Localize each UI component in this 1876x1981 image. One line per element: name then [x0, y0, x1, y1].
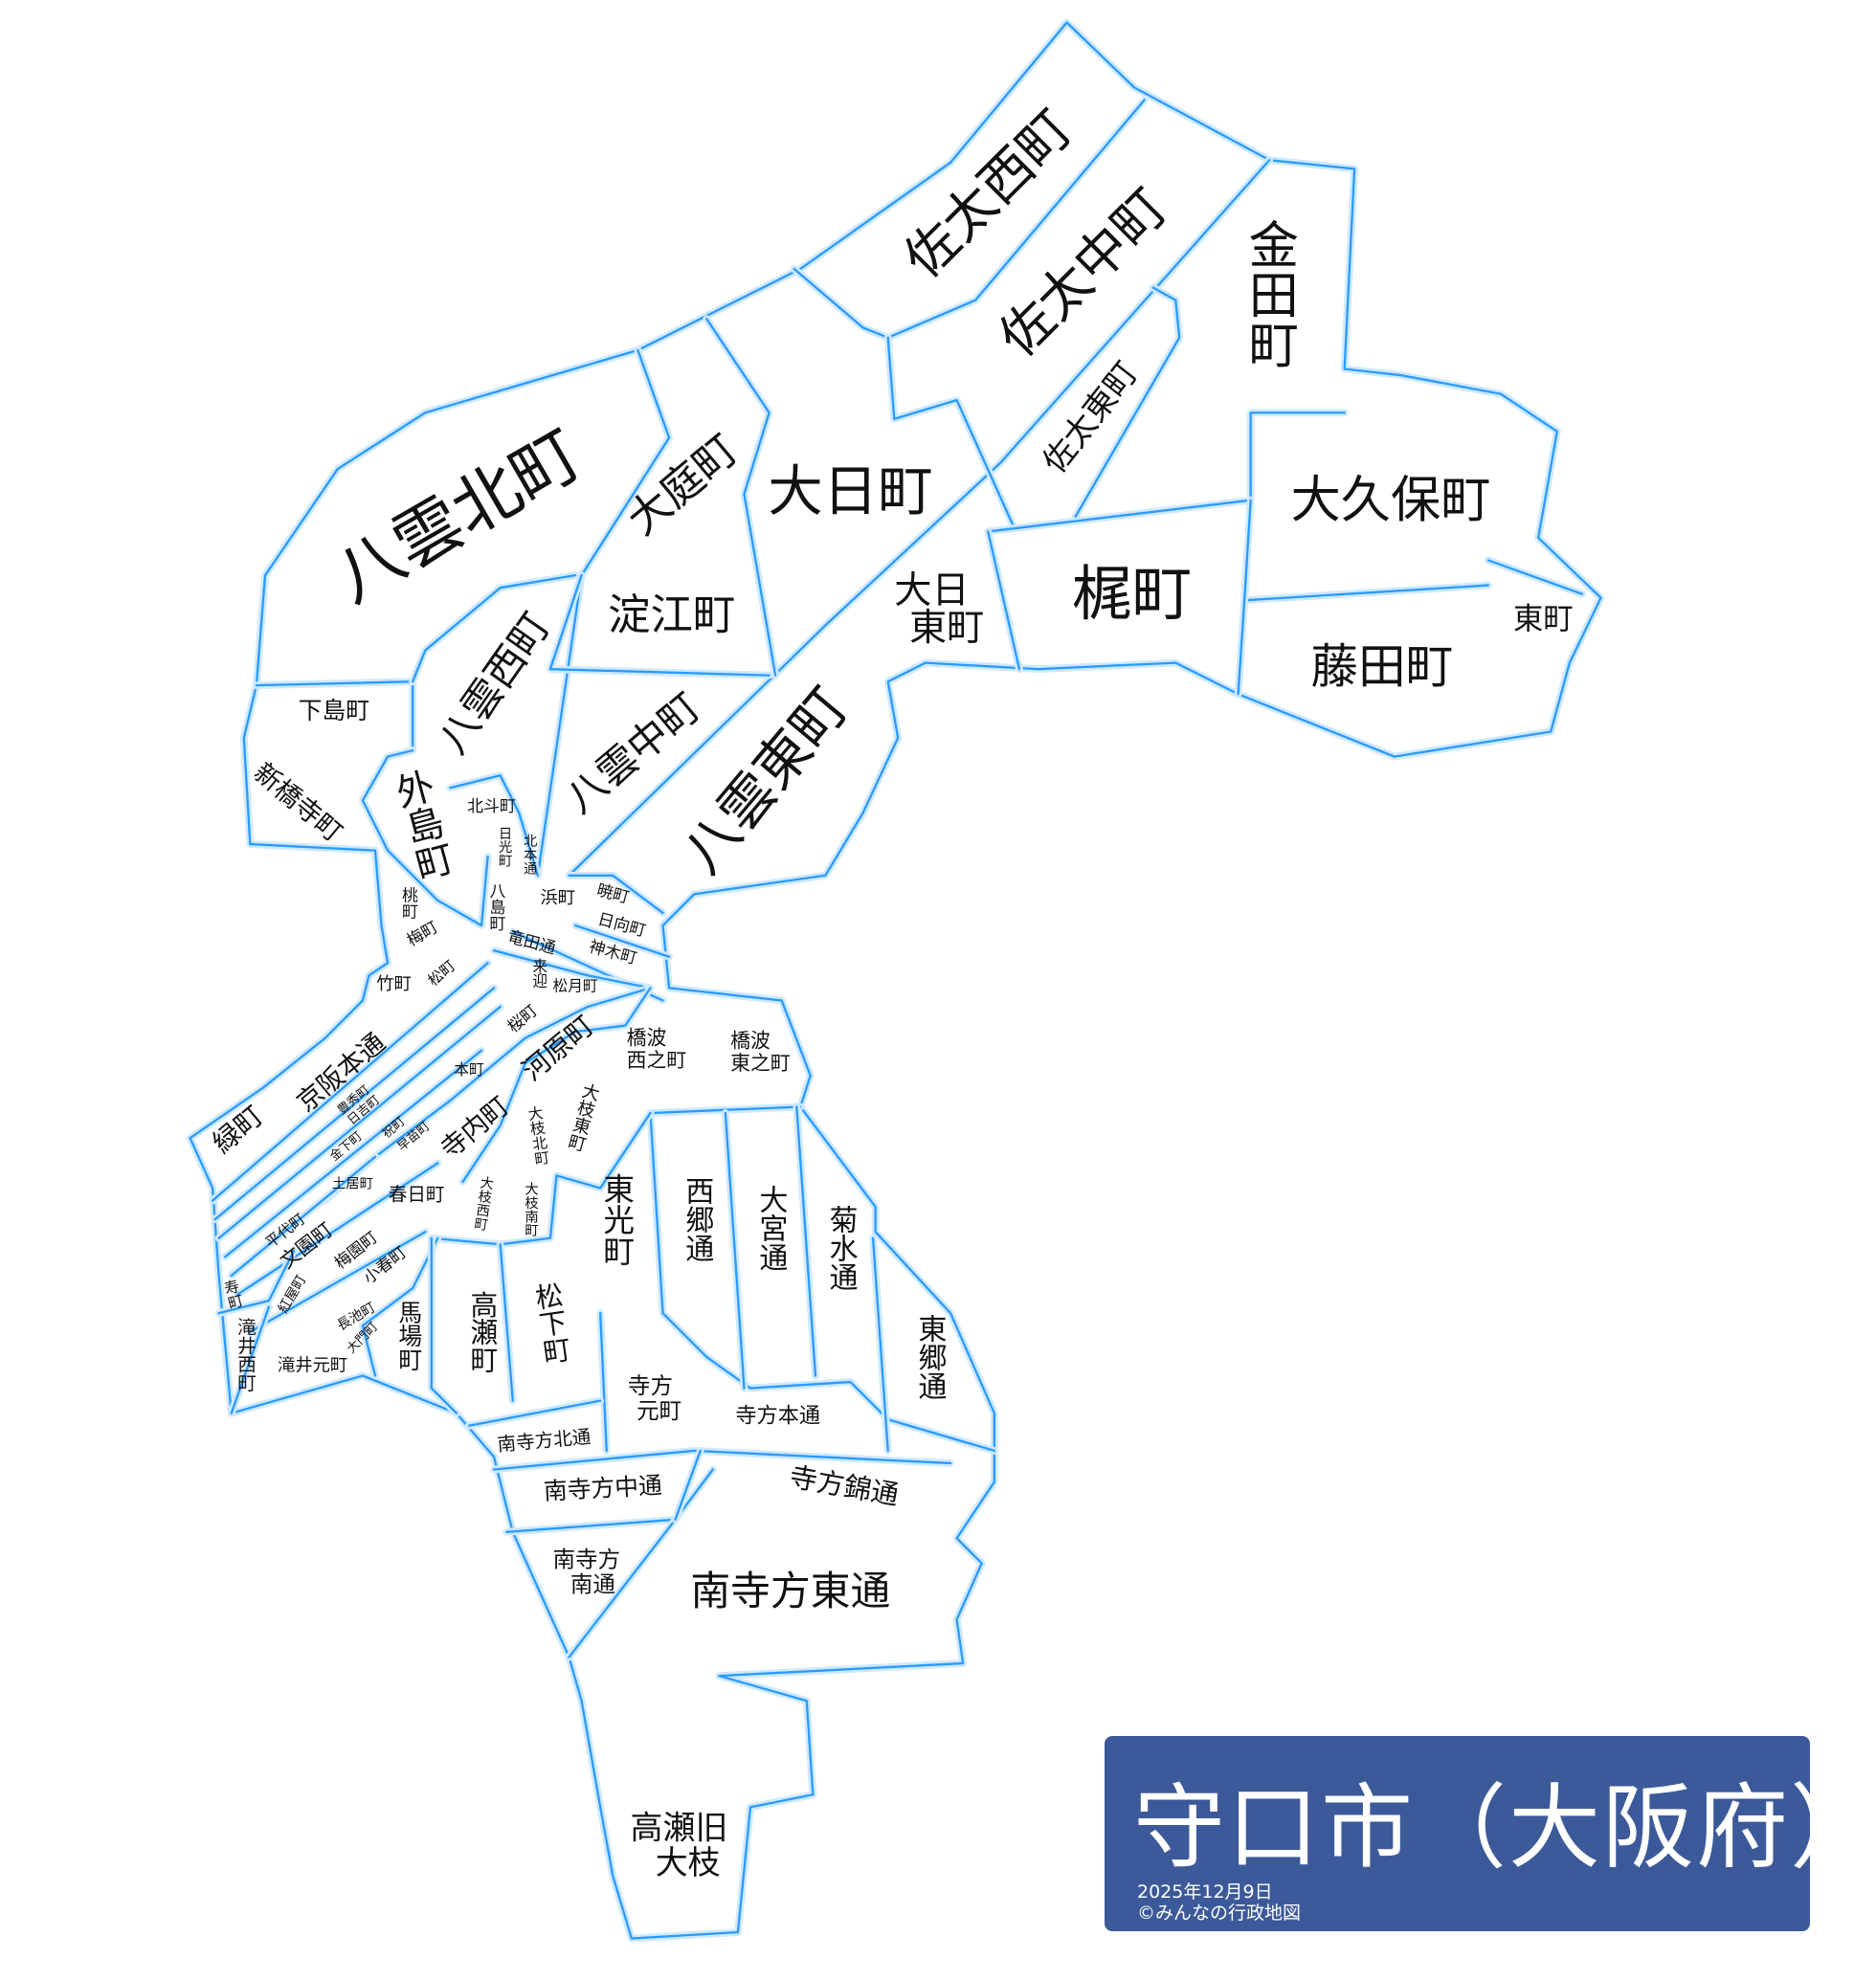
ward-label-line: 元町 [636, 1397, 681, 1424]
ward-label: 金田町 [1240, 219, 1299, 369]
ward-boundary-line [430, 1111, 652, 1246]
ward-label: 藤田町 [1310, 639, 1453, 695]
ward-boundary-line [568, 1518, 677, 1658]
ward-label: 滝井元町 [278, 1356, 347, 1376]
ward-boundaries [186, 18, 1605, 1943]
ward-boundary-line [236, 1162, 439, 1296]
ward-boundary-line [705, 318, 777, 677]
ward-label: 北本通 [522, 834, 537, 876]
ward-boundary-line [492, 949, 652, 990]
ward-label: 西郷通 [680, 1176, 713, 1263]
ward-label-line: 大枝 [656, 1844, 721, 1882]
ward-boundary-line [412, 573, 577, 683]
map-date: 2025年12月9日 [1137, 1881, 1273, 1903]
ward-boundary-line [430, 1236, 458, 1414]
ward-boundary-line [449, 774, 540, 877]
ward-label: 大宮通 [753, 1185, 787, 1272]
ward-label-line: 高瀬旧 [631, 1810, 728, 1848]
ward-label: 日光町 [497, 826, 512, 867]
ward-label: 本町 [454, 1060, 484, 1079]
ward-label-line: 東之町 [730, 1052, 791, 1075]
ward-boundary-line [230, 1305, 271, 1414]
ward-label: 浜町 [540, 888, 575, 908]
ward-boundary-line [211, 962, 489, 1202]
map-credit: ©みんなの行政地図 [1137, 1903, 1302, 1924]
ward-label: 桃町 [398, 886, 417, 919]
ward-boundary-line [213, 987, 496, 1221]
ward-label: 寺方本通 [735, 1403, 820, 1428]
ward-label: 竹町 [376, 974, 412, 994]
ward-label: 東光町 [598, 1172, 635, 1266]
ward-label: 東郷通 [912, 1314, 946, 1401]
ward-label: 土居町 [332, 1176, 373, 1192]
city-outline-stroke [189, 21, 1602, 1940]
ward-label-line: 西之町 [627, 1049, 687, 1072]
ward-label-line: 東町 [909, 607, 984, 650]
ward-boundary-line [795, 1105, 817, 1377]
ward-label: 滝井西町 [234, 1317, 257, 1391]
ward-boundary-line [249, 1231, 427, 1333]
ward-label: 来迎 [530, 958, 548, 990]
ward-boundary-line [871, 1236, 889, 1453]
ward-boundary-line [461, 987, 652, 1184]
ward-label: 高瀬町 [466, 1291, 499, 1373]
ward-boundary-line [1074, 286, 1181, 518]
ward-label-line: 橋波 [730, 1029, 770, 1052]
ward-label: 大日東町 [894, 568, 984, 649]
ward-label: 寺方元町 [628, 1372, 681, 1424]
ward-label-line: 寺方 [628, 1372, 673, 1399]
ward-label: 橋波東之町 [730, 1029, 791, 1075]
ward-label: 南寺方中通 [543, 1471, 663, 1504]
ward-boundary-line [230, 1155, 377, 1278]
ward-boundary-line [361, 748, 489, 927]
ward-label: 北斗町 [467, 797, 516, 816]
ward-label: 南寺方南通 [553, 1547, 621, 1598]
ward-label: 馬場町 [395, 1300, 423, 1370]
ward-boundary-line [886, 336, 1015, 527]
ward-boundary-line [217, 1005, 502, 1239]
ward-label: 菊水通 [824, 1205, 858, 1292]
ward-boundary-line [492, 1449, 952, 1471]
ward-label-line: 南通 [570, 1571, 615, 1598]
ward-label: 高瀬旧大枝 [631, 1810, 728, 1883]
title-panel: 守口市（大阪府） 2025年12月9日 ©みんなの行政地図 [1105, 1736, 1876, 1931]
city-title: 守口市（大阪府） [1133, 1774, 1876, 1881]
ward-boundary-line [499, 1243, 514, 1402]
ward-boundary-line [568, 874, 664, 915]
ward-boundary-line [536, 348, 671, 877]
ward-label: 大久保町 [1291, 471, 1491, 529]
ward-boundary-line [467, 1399, 602, 1427]
ward-label-line: 南寺方 [553, 1547, 621, 1573]
ward-label-line: 橋波 [627, 1027, 667, 1050]
ward-label: 南寺方東通 [690, 1568, 890, 1614]
ward-label: 八島町 [485, 882, 504, 931]
ward-label: 橋波西之町 [627, 1027, 687, 1073]
ward-label-line: 大日 [894, 568, 969, 612]
ward-label: 春日町 [389, 1184, 445, 1206]
ward-label: 梶町 [1072, 559, 1192, 629]
ward-boundary-line [1242, 584, 1490, 602]
ward-label: 大枝南町 [523, 1182, 538, 1237]
ward-boundary-line [568, 159, 1271, 877]
ward-boundary-line [674, 1449, 702, 1521]
ward-boundary-line [573, 924, 671, 958]
ward-label: 大日町 [768, 459, 932, 523]
ward-boundary-line [599, 1311, 608, 1453]
ward-boundary-line [1237, 499, 1252, 696]
ward-label: 下島町 [299, 697, 369, 724]
ward-label: 淀江町 [608, 590, 735, 639]
ward-boundary-line [361, 1236, 439, 1377]
ward-boundary-line [548, 573, 770, 677]
ward-label: 東町 [1513, 602, 1574, 636]
ward-boundary-line [217, 1249, 296, 1315]
ward-boundary-line [987, 412, 1346, 533]
ward-label: 松月町 [553, 976, 598, 994]
ward-boundary-line [1486, 559, 1584, 595]
ward-boundary-line [224, 1049, 483, 1258]
ward-boundary-line [987, 530, 1021, 671]
ward-boundary-line [724, 1111, 746, 1390]
